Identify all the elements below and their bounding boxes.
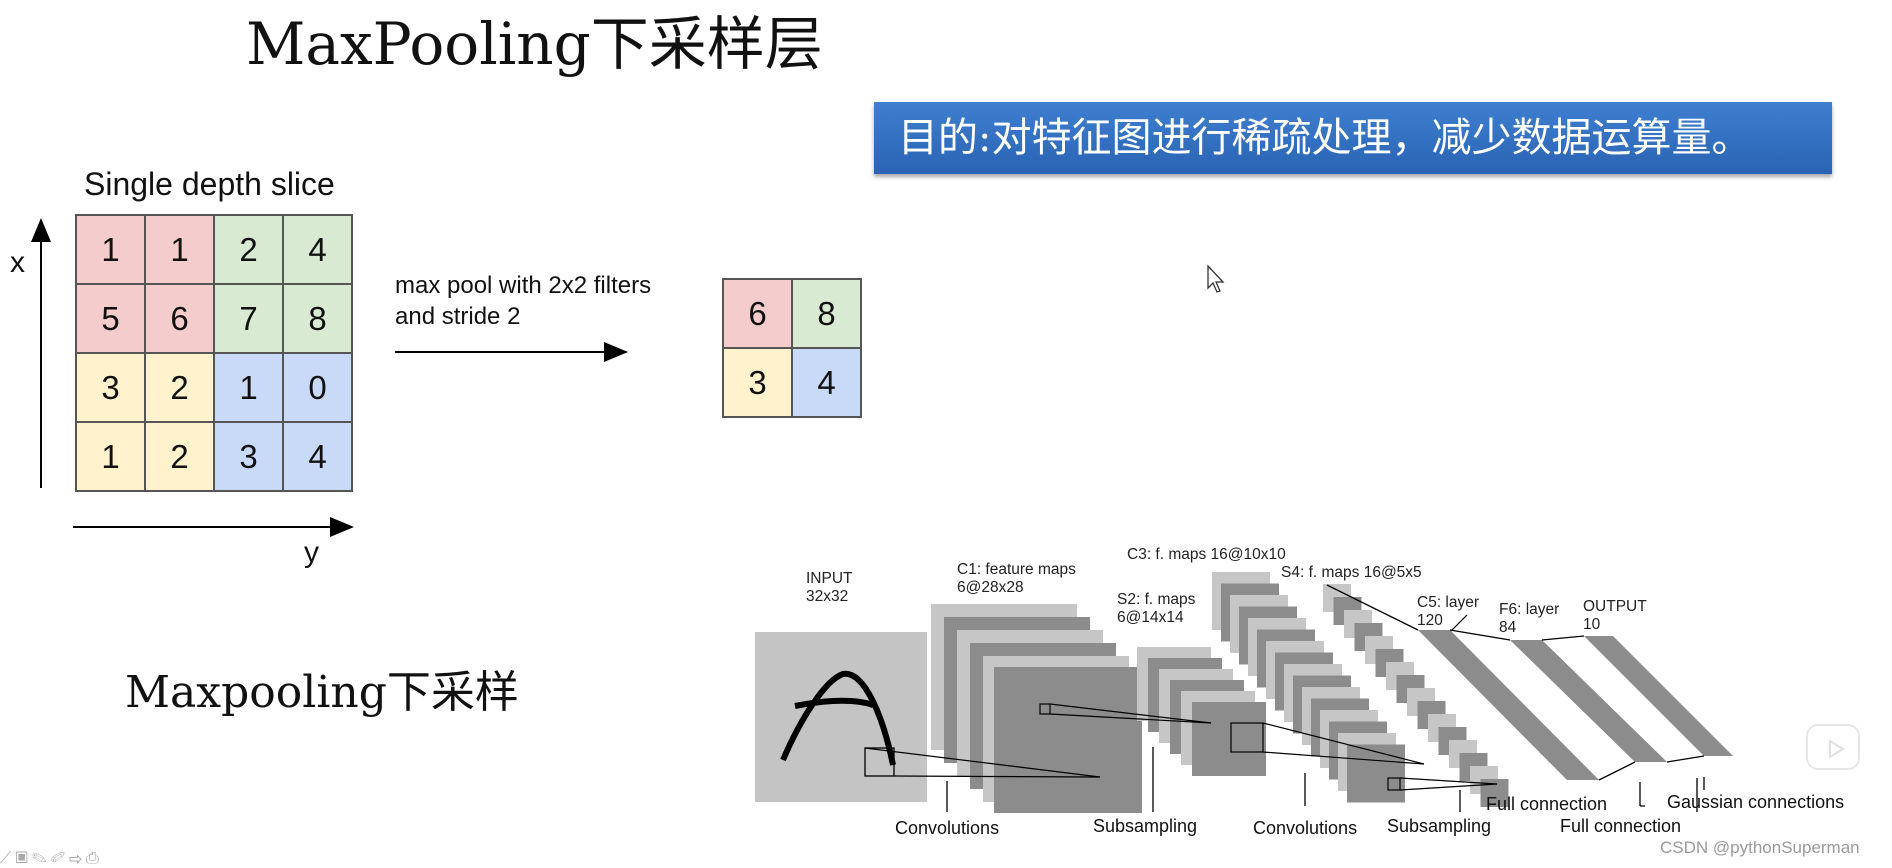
page-title: MaxPooling下采样层 xyxy=(246,10,823,78)
input-grid-cell: 1 xyxy=(76,215,145,284)
output-label-size: 10 xyxy=(1583,616,1601,633)
c3-label: C3: f. maps 16@10x10 xyxy=(1127,546,1286,563)
output-grid-cell: 3 xyxy=(723,348,792,417)
pool-operation-line2: and stride 2 xyxy=(395,303,521,330)
c1-label-size: 6@28x28 xyxy=(957,579,1024,596)
play-icon xyxy=(1829,739,1845,759)
slice-title: Single depth slice xyxy=(84,166,335,202)
c3-map xyxy=(1347,744,1405,803)
purpose-banner: 目的:对特征图进行稀疏处理，减少数据运算量。 xyxy=(874,102,1832,174)
input-grid-cell: 3 xyxy=(214,422,283,491)
s2-label-name: S2: f. maps xyxy=(1117,591,1196,608)
toolbar-icons[interactable]: ⟋▣✎✐⇨⎙ xyxy=(0,850,103,867)
input-label: INPUT 32x32 xyxy=(806,570,853,606)
s2-feature-maps xyxy=(1137,647,1266,776)
input-label-name: INPUT xyxy=(806,570,853,587)
input-label-size: 32x32 xyxy=(806,588,849,605)
c5-label-name: C5: layer xyxy=(1417,594,1480,611)
play-button[interactable] xyxy=(1806,724,1860,770)
c1-feature-maps xyxy=(931,604,1142,813)
output-grid-cell: 8 xyxy=(792,279,861,348)
lenet-diagram xyxy=(755,572,1733,813)
full2-label: Full connection xyxy=(1560,816,1682,836)
input-grid-cell: 6 xyxy=(145,284,214,353)
f6-label-name: F6: layer xyxy=(1499,601,1560,618)
c1-label: C1: feature maps 6@28x28 xyxy=(957,561,1076,597)
pool-operation-label: max pool with 2x2 filters and stride 2 xyxy=(395,270,651,332)
input-grid-cell: 1 xyxy=(214,353,283,422)
f6-layer xyxy=(1510,640,1667,762)
conv2-label: Convolutions xyxy=(1253,818,1358,838)
maxpooling-subtitle: Maxpooling下采样 xyxy=(125,667,519,718)
s4-label: S4: f. maps 16@5x5 xyxy=(1281,564,1422,581)
c3-feature-maps xyxy=(1212,572,1405,803)
f6-label: F6: layer 84 xyxy=(1499,601,1559,637)
s4-feature-maps xyxy=(1323,584,1509,807)
sub1-label: Subsampling xyxy=(1093,816,1198,836)
input-map xyxy=(755,632,927,802)
input-grid-cell: 7 xyxy=(214,284,283,353)
y-axis-label: y xyxy=(304,536,319,569)
input-grid-cell: 3 xyxy=(76,353,145,422)
input-grid-cell: 0 xyxy=(283,353,352,422)
input-grid-cell: 4 xyxy=(283,215,352,284)
conv1-label: Convolutions xyxy=(895,818,1000,838)
output-layer xyxy=(1584,636,1733,756)
output-label: OUTPUT 10 xyxy=(1583,598,1647,634)
pool-operation-line1: max pool with 2x2 filters xyxy=(395,272,652,299)
input-grid-cell: 2 xyxy=(214,215,283,284)
input-grid-cell: 5 xyxy=(76,284,145,353)
f6-label-size: 84 xyxy=(1499,619,1517,636)
x-axis-label: x xyxy=(10,246,25,279)
input-grid-cell: 8 xyxy=(283,284,352,353)
sub2-label: Subsampling xyxy=(1387,816,1492,836)
s2-label-size: 6@14x14 xyxy=(1117,609,1184,626)
c5-label-size: 120 xyxy=(1417,612,1443,629)
input-grid-cell: 4 xyxy=(283,422,352,491)
s2-label: S2: f. maps 6@14x14 xyxy=(1117,591,1195,627)
watermark: CSDN @pythonSuperman xyxy=(1660,838,1860,857)
input-grid-cell: 1 xyxy=(145,215,214,284)
full1-label: Full connection xyxy=(1486,794,1608,814)
c5-label: C5: layer 120 xyxy=(1417,594,1479,630)
cursor-icon xyxy=(1207,264,1225,293)
output-grid-cell: 6 xyxy=(723,279,792,348)
c1-label-name: C1: feature maps xyxy=(957,561,1076,578)
output-label-name: OUTPUT xyxy=(1583,598,1647,615)
gauss-label: Gaussian connections xyxy=(1667,792,1845,812)
input-letter-a xyxy=(780,670,896,766)
output-grid-cell: 4 xyxy=(792,348,861,417)
c5-layer xyxy=(1418,630,1599,780)
input-grid-cell: 2 xyxy=(145,422,214,491)
input-grid-cell: 1 xyxy=(76,422,145,491)
input-grid-cell: 2 xyxy=(145,353,214,422)
